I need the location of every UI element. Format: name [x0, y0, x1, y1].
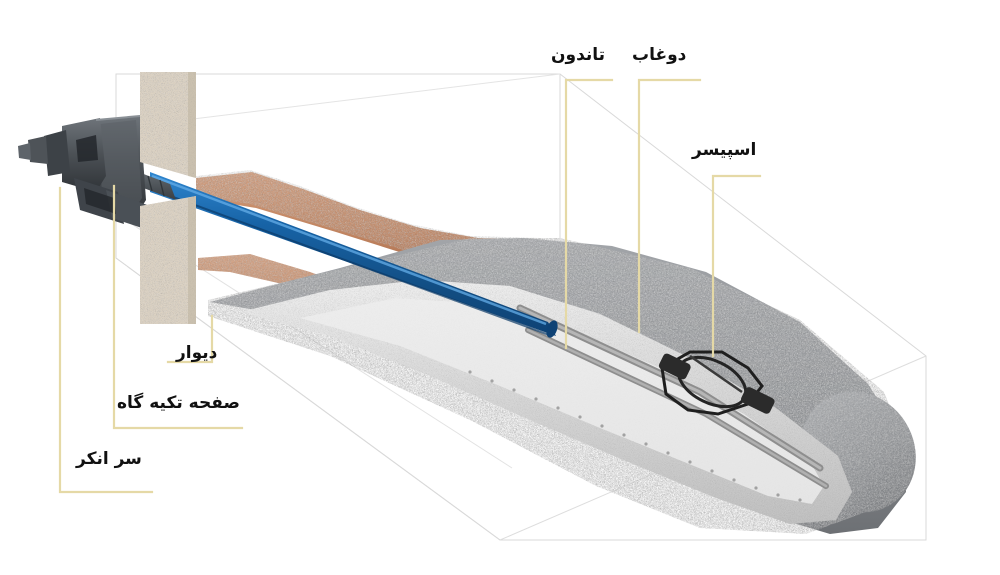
- tendon-bare-strands: [516, 304, 829, 489]
- leader-tendon: [564, 78, 614, 350]
- anchor-head-assembly: [18, 115, 176, 232]
- leader-lines: [58, 78, 762, 494]
- label-tendon: تاندون: [551, 45, 606, 65]
- spacer-component: [658, 350, 775, 416]
- label-anchor-head: سر انکر: [76, 449, 142, 469]
- label-wall: دیوار: [176, 343, 218, 363]
- leader-anchor-head: [58, 186, 154, 494]
- grout-stipple: [468, 370, 802, 502]
- concrete-wall: [140, 72, 196, 324]
- leader-grout: [637, 78, 702, 334]
- label-spacer: اسپیسر: [692, 140, 757, 160]
- label-bearing-plate: صفحه تکیه گاه: [117, 393, 240, 413]
- leader-bearing-plate: [112, 184, 244, 430]
- tendon-sheathed: [150, 172, 558, 338]
- leader-wall: [166, 314, 214, 364]
- label-grout: دوغاب: [632, 45, 687, 65]
- grout-column: [240, 280, 852, 524]
- leader-spacer: [711, 174, 762, 358]
